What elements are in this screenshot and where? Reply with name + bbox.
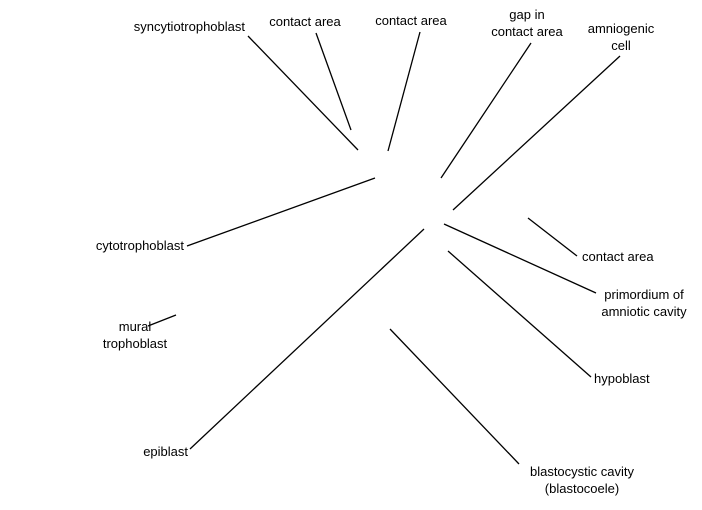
label-hypoblast: hypoblast [594, 371, 650, 386]
label-blastocystic-cavity: blastocystic cavity (blastocoele) [529, 464, 635, 496]
label-contact-area-3: contact area [582, 249, 654, 264]
label-mural-trophoblast: mural trophoblast [102, 319, 168, 351]
leader-contact-area-3 [527, 217, 578, 257]
leader-contact-area-1 [315, 32, 352, 131]
leader-primordium [443, 223, 597, 294]
leader-blastocystic-cavity [389, 328, 520, 465]
label-contact-area-2: contact area [375, 13, 447, 28]
label-cytotrophoblast: cytotrophoblast [95, 238, 184, 253]
leader-epiblast [189, 228, 425, 450]
leader-hypoblast [447, 250, 592, 378]
label-gap-in-contact-area: gap in contact area [491, 7, 563, 39]
label-epiblast: epiblast [143, 444, 188, 459]
label-amniogenic-cell: amniogenic cell [587, 21, 655, 53]
leader-contact-area-2 [387, 31, 421, 152]
leader-syncytiotrophoblast [247, 35, 359, 151]
label-contact-area-1: contact area [269, 14, 341, 29]
leader-amniogenic-cell [452, 55, 621, 211]
label-primordium-of-amniotic-cavity: primordium of amniotic cavity [601, 287, 687, 319]
leader-gap-in-contact-area [440, 42, 532, 179]
label-syncytiotrophoblast: syncytiotrophoblast [133, 19, 245, 34]
leader-cytotrophoblast [186, 177, 376, 247]
leader-mural-trophoblast [147, 314, 177, 327]
